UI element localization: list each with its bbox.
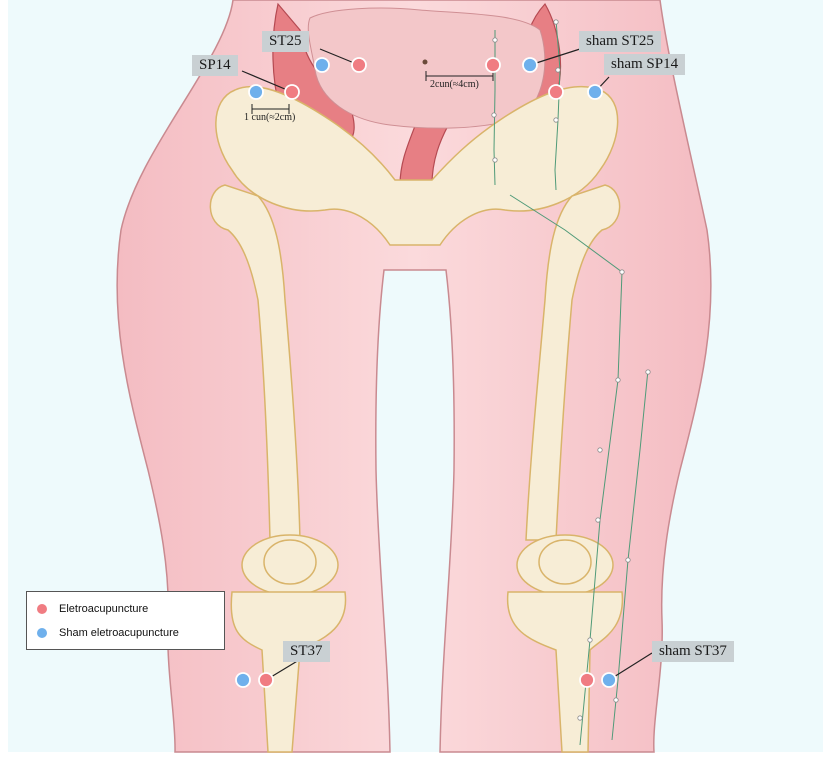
legend-dot-sham bbox=[37, 628, 47, 638]
label-st25: ST25 bbox=[262, 31, 309, 52]
legend-label-electro: Eletroacupuncture bbox=[59, 603, 148, 615]
label-sham-st37: sham ST37 bbox=[652, 641, 734, 662]
point-st25-right bbox=[486, 58, 500, 72]
legend-item-electro: Eletroacupuncture bbox=[37, 601, 148, 617]
sham-point-st25-left bbox=[315, 58, 329, 72]
legend: Eletroacupuncture Sham eletroacupuncture bbox=[26, 591, 225, 650]
point-sp14-right bbox=[549, 85, 563, 99]
sham-point-sp14-left bbox=[249, 85, 263, 99]
small-intestine bbox=[308, 8, 545, 128]
label-sp14: SP14 bbox=[192, 55, 238, 76]
label-sham-sp14: sham SP14 bbox=[604, 54, 685, 75]
measure-2cun-label: 2cun(≈4cm) bbox=[430, 79, 479, 90]
legend-dot-electro bbox=[37, 604, 47, 614]
legend-label-sham: Sham eletroacupuncture bbox=[59, 627, 179, 639]
point-sp14 bbox=[285, 85, 299, 99]
label-sham-st25: sham ST25 bbox=[579, 31, 661, 52]
point-st25 bbox=[352, 58, 366, 72]
point-st37 bbox=[259, 673, 273, 687]
sham-point-sp14 bbox=[588, 85, 602, 99]
point-st37-right bbox=[580, 673, 594, 687]
measure-1cun-label: 1 cun(≈2cm) bbox=[244, 112, 295, 123]
sham-point-st37 bbox=[602, 673, 616, 687]
legend-item-sham: Sham eletroacupuncture bbox=[37, 625, 179, 641]
sham-point-st37-left bbox=[236, 673, 250, 687]
navel bbox=[423, 60, 428, 65]
label-st37: ST37 bbox=[283, 641, 330, 662]
sham-point-st25 bbox=[523, 58, 537, 72]
